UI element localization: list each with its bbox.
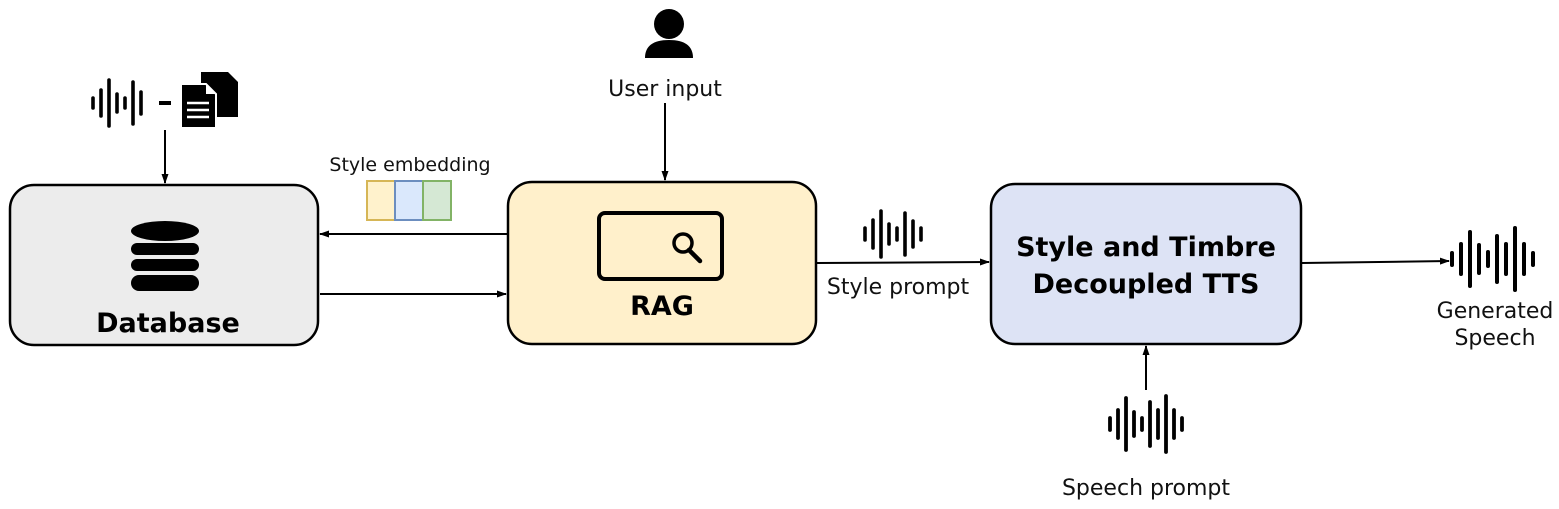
- generated-speech-label-line1: Generated: [1437, 299, 1554, 324]
- tts-label-line1: Style and Timbre: [1016, 232, 1276, 263]
- style-embedding-label: Style embedding: [329, 154, 490, 176]
- embedding-cell-blue: [394, 180, 424, 221]
- rag-label: RAG: [630, 291, 694, 322]
- arrow-tts-to-output: [1301, 257, 1450, 265]
- user-icon: [645, 9, 693, 58]
- user-input-label: User input: [608, 77, 722, 102]
- search-magnifier-icon: [597, 211, 724, 281]
- database-box: Database: [8, 183, 320, 347]
- database-icon: [131, 221, 199, 291]
- waveform-document-pair-icon: [91, 72, 238, 129]
- style-prompt-waveform-icon: [863, 209, 923, 259]
- speech-prompt-label: Speech prompt: [1062, 476, 1230, 501]
- tts-label-line2: Decoupled TTS: [1032, 269, 1259, 300]
- generated-speech-label-line2: Speech: [1454, 326, 1535, 351]
- audio-waveform-icon: [91, 78, 143, 128]
- tts-box: Style and Timbre Decoupled TTS: [989, 182, 1303, 346]
- style-prompt-label: Style prompt: [827, 275, 970, 300]
- arrow-rag-to-tts: [816, 258, 990, 266]
- style-embedding-vector: [366, 180, 452, 221]
- embedding-cell-green: [422, 180, 452, 221]
- generated-speech-waveform-icon: [1450, 226, 1535, 292]
- pair-dash: [159, 101, 171, 105]
- database-label: Database: [96, 308, 240, 339]
- document-icon: [180, 72, 238, 129]
- embedding-cell-yellow: [366, 180, 396, 221]
- speech-prompt-waveform-icon: [1108, 394, 1184, 454]
- rag-box: RAG: [506, 180, 818, 346]
